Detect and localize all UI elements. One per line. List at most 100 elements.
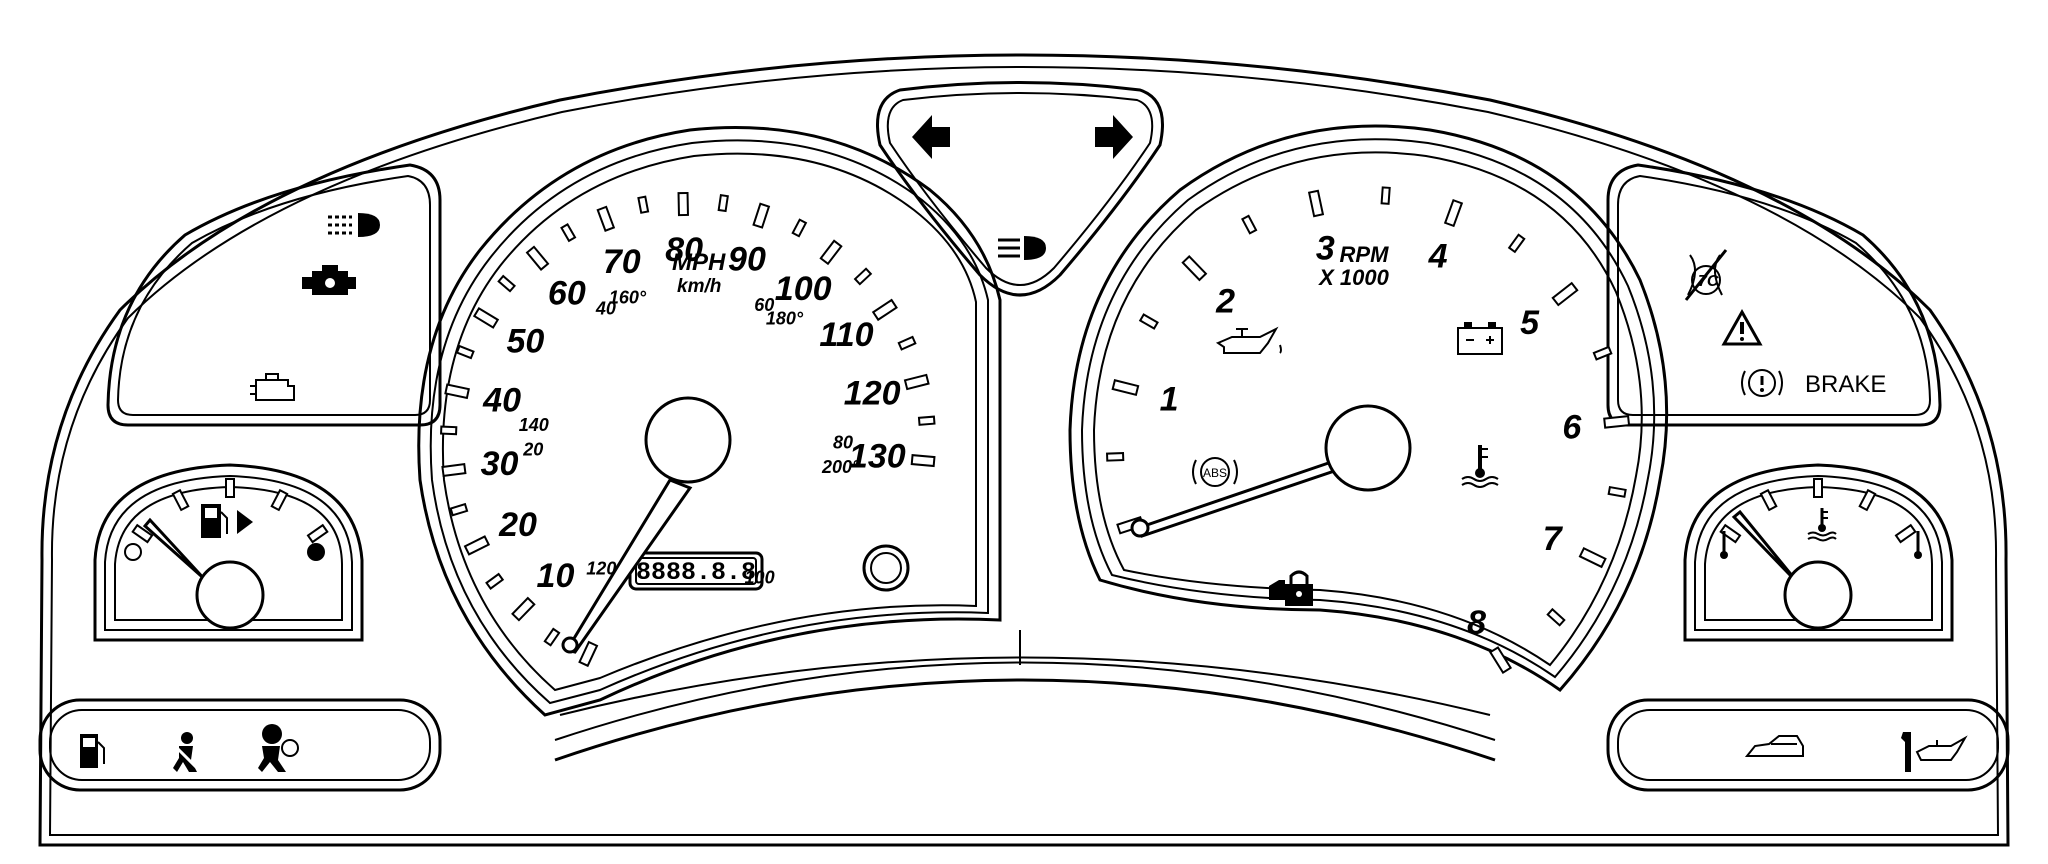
speed-tick	[871, 298, 898, 322]
coolant-temp-icon	[1461, 445, 1499, 488]
speed-tick	[463, 535, 491, 556]
temperature-gauge	[1683, 463, 1954, 642]
temp-needle	[1731, 509, 1853, 630]
door-ajar-icon	[1744, 735, 1804, 757]
rpm-label: 3	[1316, 229, 1335, 267]
speed-tick	[441, 463, 467, 478]
mph-label: 130	[849, 438, 906, 476]
tach-tick	[1578, 546, 1607, 569]
tach-tick	[1546, 607, 1566, 627]
speed-tick	[596, 205, 616, 232]
tach-multiplier: X 1000	[1317, 265, 1389, 290]
gauge-tick	[225, 478, 235, 498]
check-engine-icon	[250, 373, 295, 401]
kmh-label: 120	[586, 559, 616, 579]
gauge-tick	[1894, 523, 1917, 544]
seatbelt-icon	[173, 732, 199, 772]
speed-tick	[543, 627, 561, 647]
tach-tick	[1106, 452, 1125, 462]
temp-cold-icon	[1720, 531, 1728, 559]
kmh-label: 40	[595, 299, 616, 319]
speed-tick	[677, 191, 689, 217]
tach-tick	[1607, 485, 1627, 498]
mph-label: 90	[728, 240, 766, 278]
left-turn-signal-icon	[912, 115, 950, 159]
speed-tick	[444, 383, 470, 400]
tach-tick	[1307, 189, 1325, 218]
tach-tick	[1181, 254, 1208, 282]
tach-unit-rpm: RPM	[1340, 242, 1390, 267]
speed-tick	[472, 306, 500, 329]
odometer-display: 8888.8.8	[628, 551, 764, 591]
speed-tick	[752, 202, 771, 229]
speed-tick	[853, 267, 873, 286]
tach-tick	[1111, 379, 1140, 397]
tach-tick	[1551, 281, 1579, 307]
tachometer-tick-marks	[1106, 186, 1631, 674]
abs-label: ABS	[1203, 466, 1227, 480]
kmh-label: 180°	[766, 309, 804, 329]
fuel-gauge	[93, 463, 364, 642]
speed-tick	[819, 239, 843, 266]
speedometer-hub	[644, 396, 732, 484]
right-turn-signal-icon	[1095, 115, 1133, 159]
fog-lamp-icon	[328, 213, 380, 237]
fuel-pump-icon	[201, 504, 253, 538]
trip-reset-button[interactable]	[862, 544, 910, 592]
temp-hot-icon	[1914, 531, 1922, 559]
gauge-tick	[1759, 488, 1778, 512]
brake-warning-icon	[1741, 369, 1783, 397]
gauge-tick	[1858, 488, 1877, 512]
tach-tick	[1507, 233, 1526, 254]
tach-tick	[1241, 214, 1258, 235]
gauge-tick	[1719, 523, 1742, 544]
turn-signal-pod	[876, 81, 1164, 297]
mph-label: 50	[506, 323, 544, 361]
kmh-label: 80	[833, 433, 853, 453]
fuel-full-marker	[307, 543, 325, 561]
speed-tick	[791, 218, 808, 238]
right-warning-panel: 7C BRAKE	[1606, 163, 1942, 427]
rpm-label: 6	[1562, 409, 1582, 447]
mph-label: 80	[665, 231, 703, 269]
kmh-label: 200°	[821, 457, 860, 477]
tach-tick	[1603, 415, 1631, 429]
speed-unit-mph: MPH	[672, 249, 726, 276]
fuel-gauge-hub	[195, 560, 265, 630]
kmh-label: 20	[522, 439, 543, 459]
traction-off-icon: 7C	[1684, 249, 1728, 301]
speed-tick	[440, 425, 458, 436]
speed-tick	[637, 195, 650, 214]
gauge-tick	[131, 523, 154, 544]
speed-tick	[497, 274, 516, 293]
fuel-needle	[142, 517, 265, 630]
gauge-tick	[171, 488, 190, 512]
rpm-label: 8	[1467, 604, 1486, 642]
speed-tick	[578, 640, 599, 668]
mph-label: 120	[844, 374, 901, 412]
tachometer-hub	[1324, 404, 1412, 492]
left-warning-panel	[106, 163, 442, 427]
speedometer-tick-marks	[440, 191, 936, 668]
rpm-label: 2	[1215, 283, 1235, 321]
speed-tick	[455, 344, 475, 360]
rpm-label: 5	[1520, 304, 1540, 342]
gauge-tick	[1813, 478, 1823, 498]
rpm-label: 7	[1543, 520, 1564, 558]
mph-label: 20	[498, 506, 537, 544]
rpm-label: 4	[1428, 237, 1448, 275]
fuel-gauge-tick-marks	[131, 478, 329, 544]
mph-label: 110	[819, 316, 873, 354]
brake-label: BRAKE	[1805, 371, 1886, 398]
tachometer-needle	[1130, 404, 1412, 538]
temp-gauge-hub	[1783, 560, 1853, 630]
cluster-housing	[38, 53, 2010, 847]
tach-tick	[1380, 186, 1391, 205]
abs-warning-icon: ABS	[1192, 457, 1238, 487]
temperature-gauge-tick-marks	[1719, 478, 1917, 544]
